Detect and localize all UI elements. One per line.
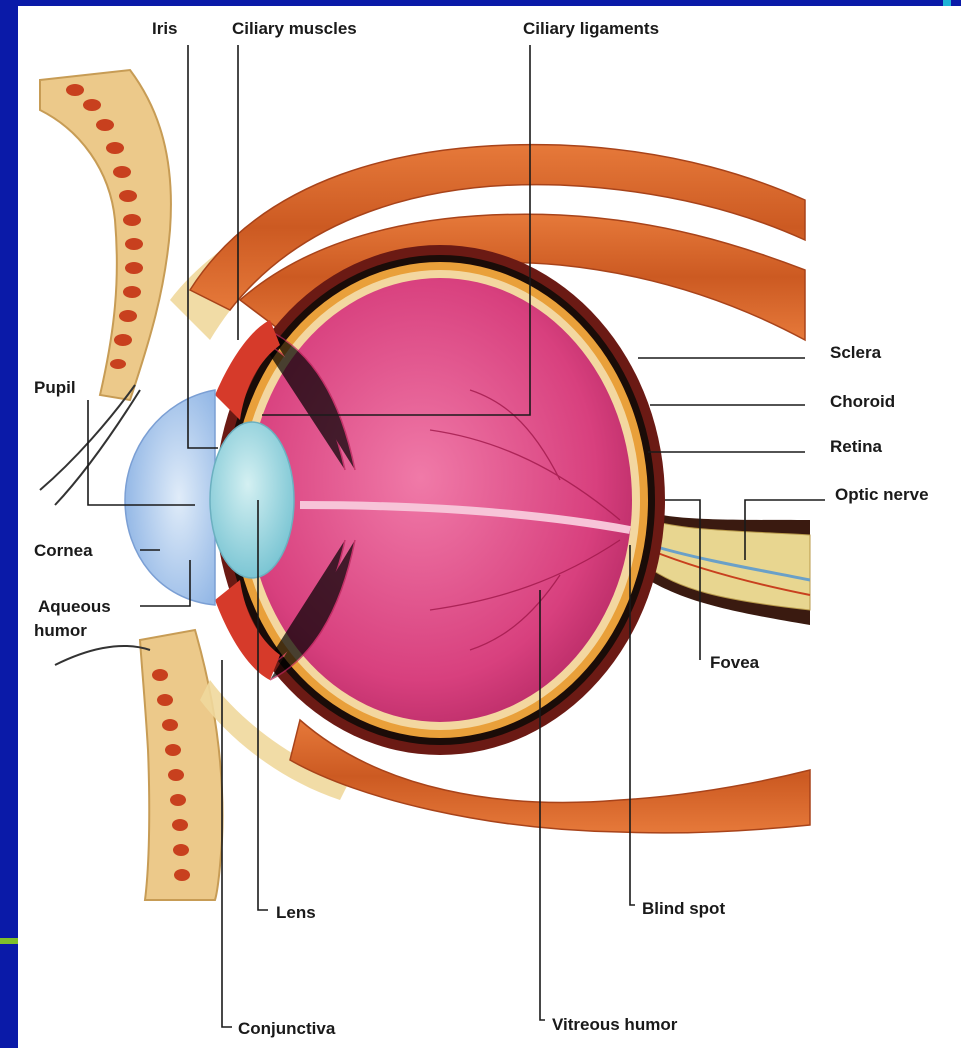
upper-orbital-bone xyxy=(40,70,171,400)
label-fovea: Fovea xyxy=(710,653,760,672)
label-aqueous-humor-line2: humor xyxy=(34,621,87,640)
label-sclera: Sclera xyxy=(830,343,882,362)
lens-shape xyxy=(210,422,294,578)
label-vitreous-humor: Vitreous humor xyxy=(552,1015,678,1034)
label-aqueous-humor-line1: Aqueous xyxy=(38,597,111,616)
label-ciliary-muscles: Ciliary muscles xyxy=(232,19,357,38)
label-pupil: Pupil xyxy=(34,378,76,397)
cornea-shape xyxy=(125,390,215,605)
label-iris: Iris xyxy=(152,19,178,38)
label-choroid: Choroid xyxy=(830,392,895,411)
label-optic-nerve: Optic nerve xyxy=(835,485,929,504)
label-retina: Retina xyxy=(830,437,883,456)
label-lens: Lens xyxy=(276,903,316,922)
lower-orbital-bone xyxy=(140,630,223,900)
label-conjunctiva: Conjunctiva xyxy=(238,1019,336,1038)
label-cornea: Cornea xyxy=(34,541,93,560)
label-ciliary-ligaments: Ciliary ligaments xyxy=(523,19,659,38)
label-blind-spot: Blind spot xyxy=(642,899,725,918)
